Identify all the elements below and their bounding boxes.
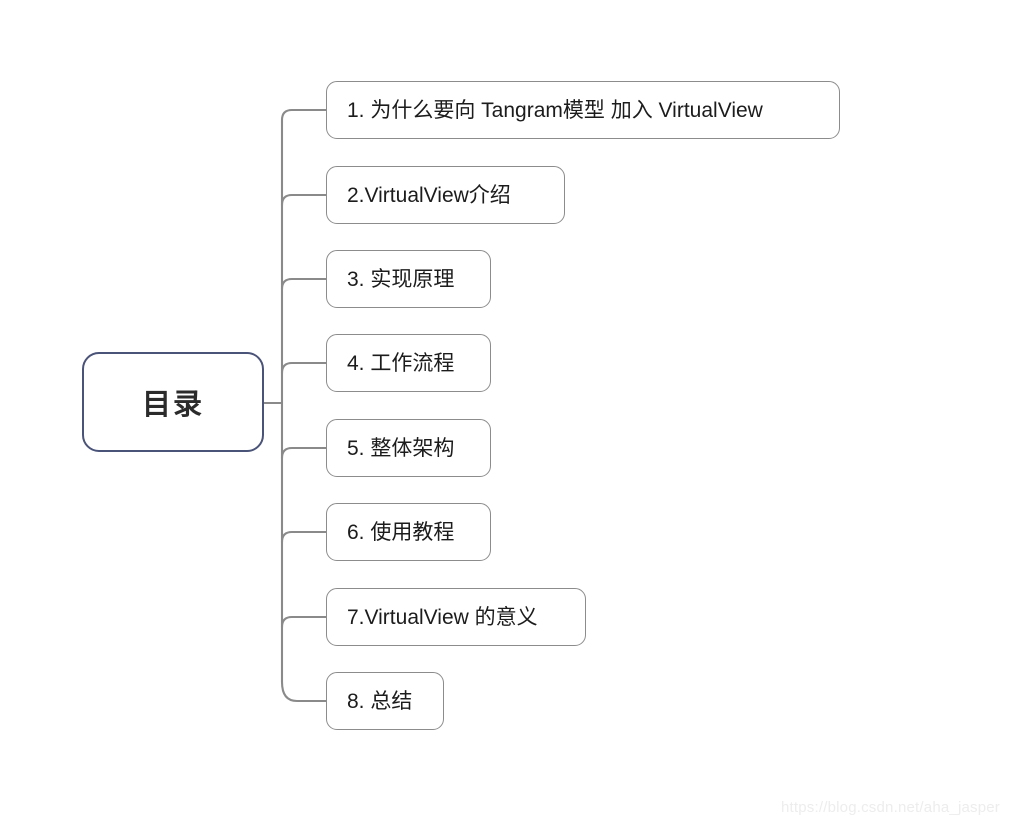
watermark-text: https://blog.csdn.net/aha_jasper [780,799,1000,816]
branch-node-6[interactable]: 6. 使用教程 [326,503,491,561]
branch-node-2-label: 2.VirtualView介绍 [347,183,511,207]
connector-branch-4 [280,361,328,375]
branch-node-6-label: 6. 使用教程 [347,520,455,544]
connector-branch-6 [280,530,328,544]
branch-node-8[interactable]: 8. 总结 [326,672,444,730]
branch-node-2[interactable]: 2.VirtualView介绍 [326,166,565,224]
connector-branch-2 [280,193,328,207]
connector-branch-1 [280,108,328,124]
branch-node-7[interactable]: 7.VirtualView 的意义 [326,588,586,646]
root-node[interactable]: 目录 [82,352,264,452]
connector-branch-3 [280,277,328,291]
branch-node-7-label: 7.VirtualView 的意义 [347,605,538,629]
connector-branch-7 [280,615,328,629]
branch-node-5[interactable]: 5. 整体架构 [326,419,491,477]
branch-node-4-label: 4. 工作流程 [347,351,455,375]
branch-node-5-label: 5. 整体架构 [347,436,455,460]
connector-branch-8 [280,680,328,703]
connector-branch-5 [280,446,328,460]
branch-node-8-label: 8. 总结 [347,689,413,713]
root-node-label: 目录 [141,389,204,421]
branch-node-1[interactable]: 1. 为什么要向 Tangram模型 加入 VirtualView [326,81,840,139]
branch-node-4[interactable]: 4. 工作流程 [326,334,491,392]
branch-node-3[interactable]: 3. 实现原理 [326,250,491,308]
branch-node-3-label: 3. 实现原理 [347,267,455,291]
branch-node-1-label: 1. 为什么要向 Tangram模型 加入 VirtualView [347,98,763,122]
